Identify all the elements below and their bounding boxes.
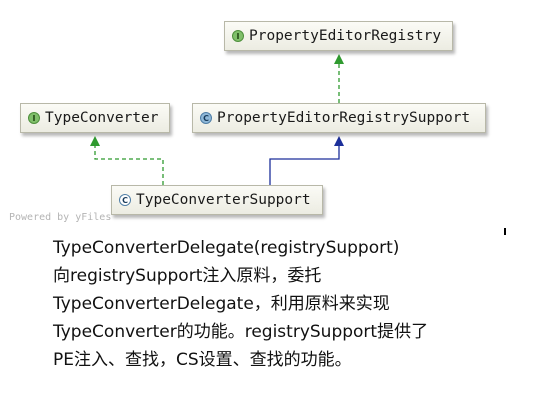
node-label: TypeConverter <box>45 110 159 126</box>
edge-tcs-extends-support <box>269 146 340 185</box>
node-label: TypeConverterSupport <box>136 192 311 208</box>
interface-icon: I <box>28 112 40 124</box>
class-icon: C <box>119 194 131 206</box>
node-property-editor-registry-support[interactable]: C PropertyEditorRegistrySupport <box>192 103 486 133</box>
caption-line: TypeConverterDelegate(registrySupport) <box>53 238 400 258</box>
class-icon: C <box>200 112 212 124</box>
caption-line: TypeConverter的功能。registrySupport提供了 <box>53 322 429 342</box>
caption-line: PE注入、查找，CS设置、查找的功能。 <box>53 350 352 370</box>
text-cursor <box>504 228 506 235</box>
interface-icon: I <box>232 30 244 42</box>
caption-line: 向registrySupport注入原料，委托 <box>53 266 322 286</box>
edge-tcs-extends-support-arrowhead <box>334 136 344 146</box>
node-type-converter-support[interactable]: C TypeConverterSupport <box>111 185 323 215</box>
node-label: PropertyEditorRegistry <box>249 28 442 44</box>
edge-support-implements-registry-arrowhead <box>334 54 344 64</box>
node-property-editor-registry[interactable]: I PropertyEditorRegistry <box>224 21 453 51</box>
node-label: PropertyEditorRegistrySupport <box>217 110 471 126</box>
edge-tcs-implements-converter <box>94 146 164 185</box>
node-type-converter[interactable]: I TypeConverter <box>20 103 170 133</box>
caption-line: TypeConverterDelegate，利用原料来实现 <box>53 294 390 314</box>
yfiles-watermark: Powered by yFiles <box>9 212 112 223</box>
edge-tcs-implements-converter-arrowhead <box>90 136 100 146</box>
caption-text: TypeConverterDelegate(registrySupport) 向… <box>53 234 428 374</box>
